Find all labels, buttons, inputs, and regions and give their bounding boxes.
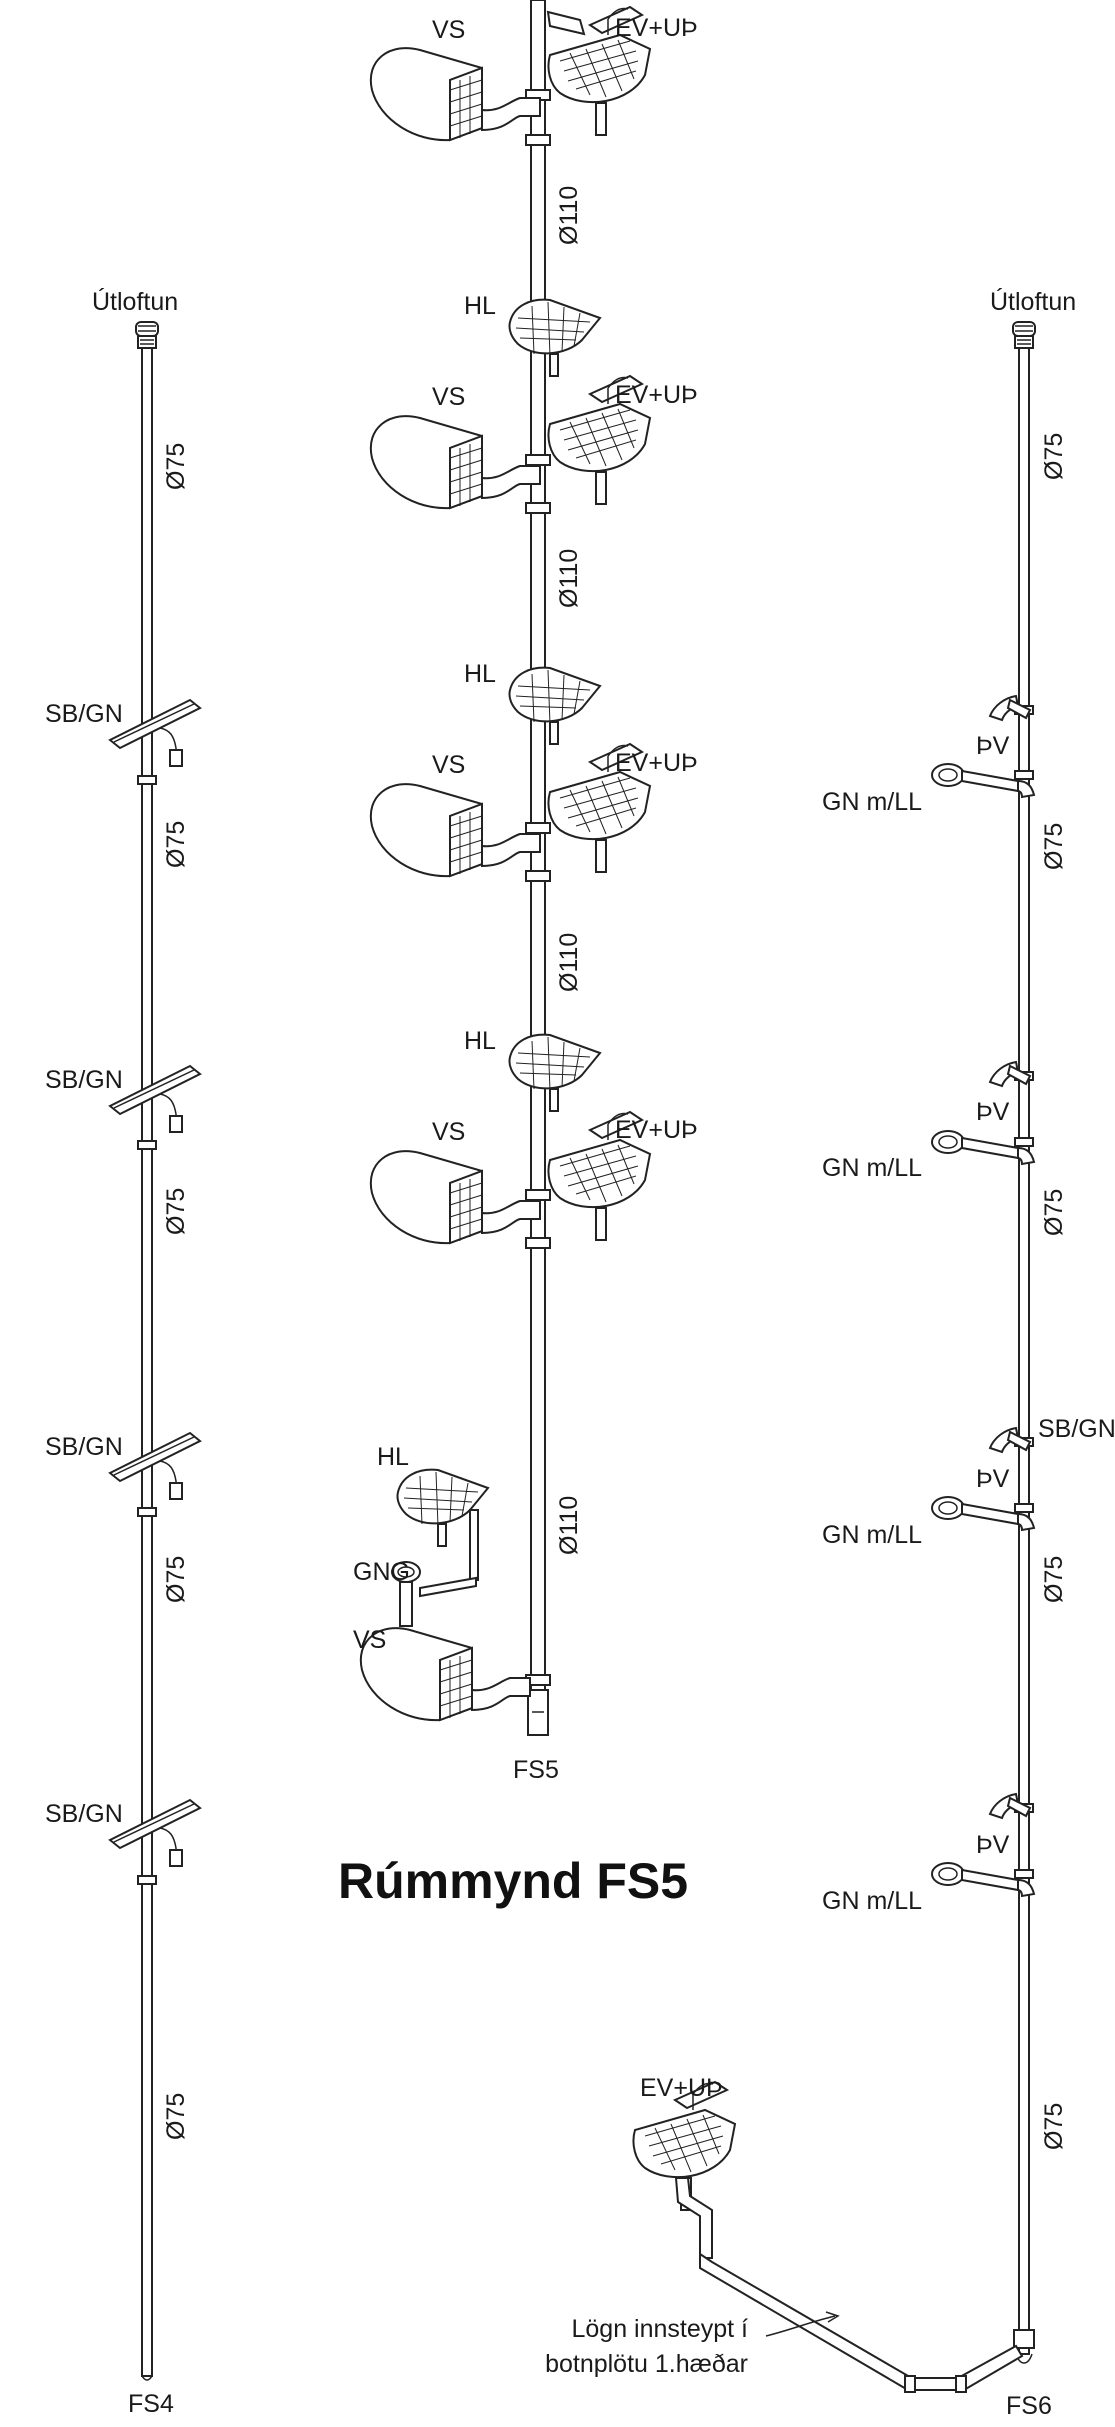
vent-label-fs6: Útloftun bbox=[990, 287, 1076, 316]
vent-cap-fs6 bbox=[1012, 321, 1036, 349]
fixture-label-vs: VS bbox=[432, 16, 465, 44]
pipe-fs4 bbox=[141, 343, 153, 2377]
pipe-size-label: Ø75 bbox=[1040, 1189, 1068, 1236]
fixture-label-hl: HL bbox=[464, 1027, 496, 1055]
fixture-label-gnll: GN m/LL bbox=[822, 1154, 922, 1182]
stack-label-fs6: FS6 bbox=[1006, 2392, 1052, 2420]
fixture-label-vs: VS bbox=[432, 751, 465, 779]
fixture-label-hl: HL bbox=[377, 1443, 409, 1471]
stack-label-fs5: FS5 bbox=[513, 1756, 559, 1784]
fixture-label-vs: VS bbox=[353, 1626, 386, 1654]
wash-basin-hl bbox=[508, 1033, 601, 1112]
fixture-label-hl: HL bbox=[464, 660, 496, 688]
pipe-size-label: Ø75 bbox=[162, 443, 190, 490]
pipe-size-label: Ø110 bbox=[555, 933, 583, 992]
pipe-size-label: Ø75 bbox=[162, 2093, 190, 2140]
toilet-vs bbox=[369, 47, 541, 142]
fixture-label-sbgn: SB/GN bbox=[45, 700, 123, 728]
fixture-label-vs: VS bbox=[432, 1118, 465, 1146]
stack-fs4 bbox=[109, 321, 201, 2381]
toilet-vs bbox=[369, 415, 541, 510]
toilet-vs bbox=[369, 1150, 541, 1245]
fixture-label-gng: GNG bbox=[353, 1558, 410, 1586]
pipe-size-label: Ø110 bbox=[555, 186, 583, 245]
pipe-size-label: Ø110 bbox=[555, 549, 583, 608]
stack-fs5 bbox=[359, 0, 651, 1736]
fixture-label-evuth: EV+UÞ bbox=[615, 1116, 698, 1144]
pipe-size-label: Ø75 bbox=[162, 821, 190, 868]
pipe-size-label: Ø75 bbox=[1040, 1556, 1068, 1603]
wash-basin-hl bbox=[508, 666, 601, 745]
vent-cap-fs4 bbox=[135, 321, 159, 349]
fixture-label-evuth: EV+UÞ bbox=[640, 2074, 723, 2102]
fixture-label-gnll: GN m/LL bbox=[822, 1521, 922, 1549]
wash-basin-hl bbox=[508, 298, 601, 377]
note-line-1: Lögn innsteypt í bbox=[571, 2315, 748, 2343]
slab-pipe-run bbox=[632, 2081, 1024, 2393]
pipe-size-label: Ø75 bbox=[162, 1188, 190, 1235]
floor-drain-sbgn bbox=[109, 699, 201, 767]
pipe-size-label: Ø75 bbox=[1040, 433, 1068, 480]
fixture-label-evuth: EV+UÞ bbox=[615, 381, 698, 409]
floor-drain-sbgn bbox=[109, 1432, 201, 1500]
drawing-title: Rúmmynd FS5 bbox=[338, 1853, 688, 1909]
note-line-2: botnplötu 1.hæðar bbox=[545, 2350, 748, 2378]
fixture-label-sbgn: SB/GN bbox=[1038, 1415, 1115, 1443]
pipe-size-label: Ø110 bbox=[555, 1496, 583, 1555]
fixture-label-thv: ÞV bbox=[976, 732, 1010, 760]
floor-drain-sbgn bbox=[109, 1799, 201, 1867]
fixture-label-sbgn: SB/GN bbox=[45, 1800, 123, 1828]
fixture-label-thv: ÞV bbox=[976, 1465, 1010, 1493]
fixture-label-gnll: GN m/LL bbox=[822, 1887, 922, 1915]
fixture-label-evuth: EV+UÞ bbox=[615, 14, 698, 42]
fixture-label-sbgn: SB/GN bbox=[45, 1433, 123, 1461]
pipe-fs6 bbox=[1018, 343, 1030, 2355]
leader-line bbox=[765, 2315, 836, 2337]
stack-fs6 bbox=[931, 321, 1036, 2364]
pipe-size-label: Ø75 bbox=[1040, 823, 1068, 870]
stack-label-fs4: FS4 bbox=[128, 2390, 174, 2418]
toilet-vs bbox=[369, 783, 541, 878]
floor-drain-sbgn bbox=[109, 1065, 201, 1133]
fixture-label-evuth: EV+UÞ bbox=[615, 749, 698, 777]
fixture-label-hl: HL bbox=[464, 292, 496, 320]
fixture-label-vs: VS bbox=[432, 383, 465, 411]
vent-label-fs4: Útloftun bbox=[92, 287, 178, 316]
fixture-label-gnll: GN m/LL bbox=[822, 788, 922, 816]
pipe-size-label: Ø75 bbox=[162, 1556, 190, 1603]
fixture-label-thv: ÞV bbox=[976, 1831, 1010, 1859]
fixture-label-thv: ÞV bbox=[976, 1098, 1010, 1126]
fixture-label-sbgn: SB/GN bbox=[45, 1066, 123, 1094]
pipe-size-label: Ø75 bbox=[1040, 2103, 1068, 2150]
